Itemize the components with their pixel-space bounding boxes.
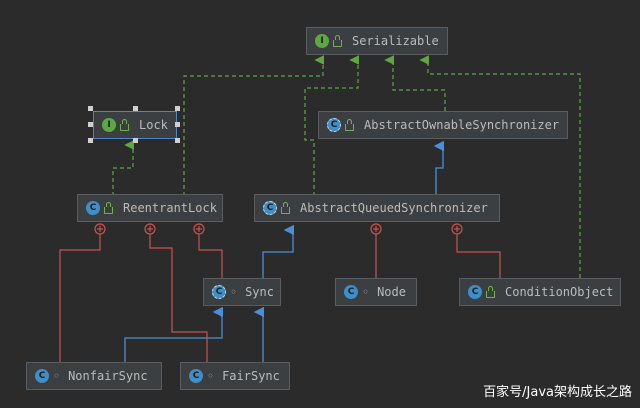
lock-open-icon (345, 118, 354, 131)
selection-handle[interactable] (133, 138, 138, 143)
nonfair-extends-sync (124, 306, 224, 362)
aqs-implements-serializable (304, 55, 359, 196)
selection-handle[interactable] (175, 138, 180, 143)
package-private-icon: ◦ (230, 285, 238, 299)
selection-handle[interactable] (88, 122, 93, 127)
inner-marker (94, 223, 106, 235)
sync-inner-of-reentrant (198, 234, 223, 278)
node-abstract-queued-synchronizer[interactable]: C AbstractQueuedSynchronizer (254, 194, 500, 222)
selection-handle[interactable] (175, 122, 180, 127)
node-label: AbstractOwnableSynchronizer (364, 118, 560, 132)
package-private-icon: ◦ (53, 369, 61, 383)
node-label: Sync (245, 285, 274, 299)
nonfair-inner-of-reentrant (59, 234, 101, 362)
node-label: NonfairSync (68, 369, 148, 383)
node-reentrant-lock[interactable]: C ReentrantLock (77, 194, 223, 222)
node-label: FairSync (222, 369, 280, 383)
node-label: ReentrantLock (123, 201, 217, 215)
selection-handle[interactable] (88, 138, 93, 143)
node-label: Node (377, 285, 406, 299)
node-label: Serializable (352, 34, 439, 48)
lock-open-icon (104, 201, 113, 214)
abstract-class-icon: C (327, 118, 341, 132)
condition-inner-of-aqs (456, 234, 501, 278)
node-abstract-ownable-synchronizer[interactable]: C AbstractOwnableSynchronizer (318, 111, 568, 139)
class-icon: C (344, 285, 358, 299)
node-sync[interactable]: C ◦ Sync (203, 278, 281, 306)
package-private-icon: ◦ (207, 369, 215, 383)
class-icon: C (35, 369, 49, 383)
class-icon: C (189, 369, 203, 383)
node-serializable[interactable]: I Serializable (306, 27, 448, 55)
lock-open-icon (281, 201, 290, 214)
condition-implements-serializable (419, 55, 581, 278)
selection-handle[interactable] (175, 106, 180, 111)
node-label: Lock (139, 118, 168, 132)
sync-extends-aqs (262, 224, 295, 278)
reentrant-implements-lock (112, 140, 134, 196)
reentrant-implements-serializable (183, 55, 324, 196)
selection-handle[interactable] (88, 106, 93, 111)
inner-marker (193, 223, 205, 235)
node-node[interactable]: C ◦ Node (335, 278, 417, 306)
inner-marker (370, 223, 382, 235)
class-icon: C (86, 201, 100, 215)
node-label: AbstractQueuedSynchronizer (300, 201, 488, 215)
watermark: 百家号/Java架构成长之路 (483, 385, 632, 400)
lock-open-icon (333, 34, 342, 47)
selection-handle[interactable] (133, 106, 138, 111)
abstract-class-icon: C (212, 285, 226, 299)
aqs-extends-aos (433, 140, 445, 196)
inner-marker (144, 223, 156, 235)
node-nonfair-sync[interactable]: C ◦ NonfairSync (26, 362, 162, 390)
package-private-icon: ◦ (362, 285, 370, 299)
class-icon: C (468, 285, 482, 299)
node-condition-object[interactable]: C ConditionObject (459, 278, 621, 306)
abstract-class-icon: C (263, 201, 277, 215)
node-fair-sync[interactable]: C ◦ FairSync (180, 362, 290, 390)
lock-open-icon (486, 285, 495, 298)
node-lock[interactable]: I Lock (93, 111, 177, 139)
inner-marker (451, 223, 463, 235)
interface-icon: I (102, 118, 116, 132)
fair-inner-of-reentrant (149, 234, 208, 362)
aos-implements-serializable (384, 55, 446, 111)
node-label: ConditionObject (505, 285, 614, 299)
interface-icon: I (315, 34, 329, 48)
lock-open-icon (120, 118, 129, 131)
